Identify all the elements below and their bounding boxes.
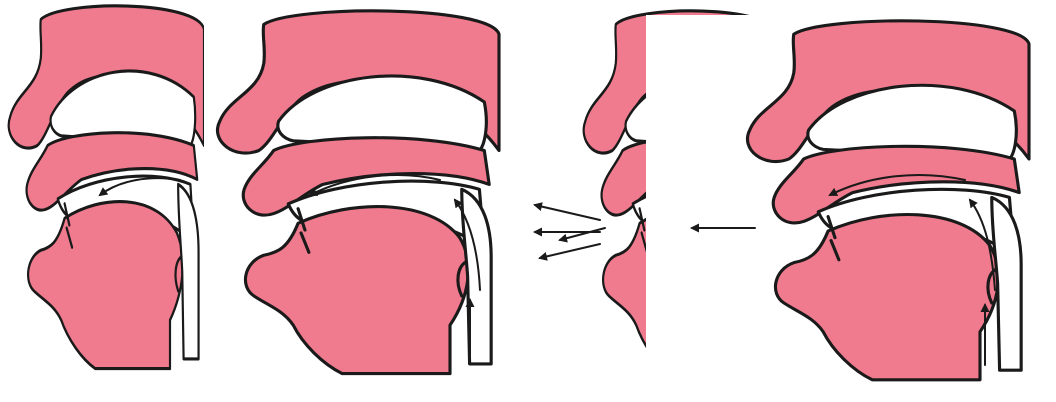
burst-arrow-3 xyxy=(540,244,600,258)
burst-arrow-4 xyxy=(560,228,605,240)
panel-1 xyxy=(9,6,204,369)
burst-arrow-1 xyxy=(535,205,600,220)
